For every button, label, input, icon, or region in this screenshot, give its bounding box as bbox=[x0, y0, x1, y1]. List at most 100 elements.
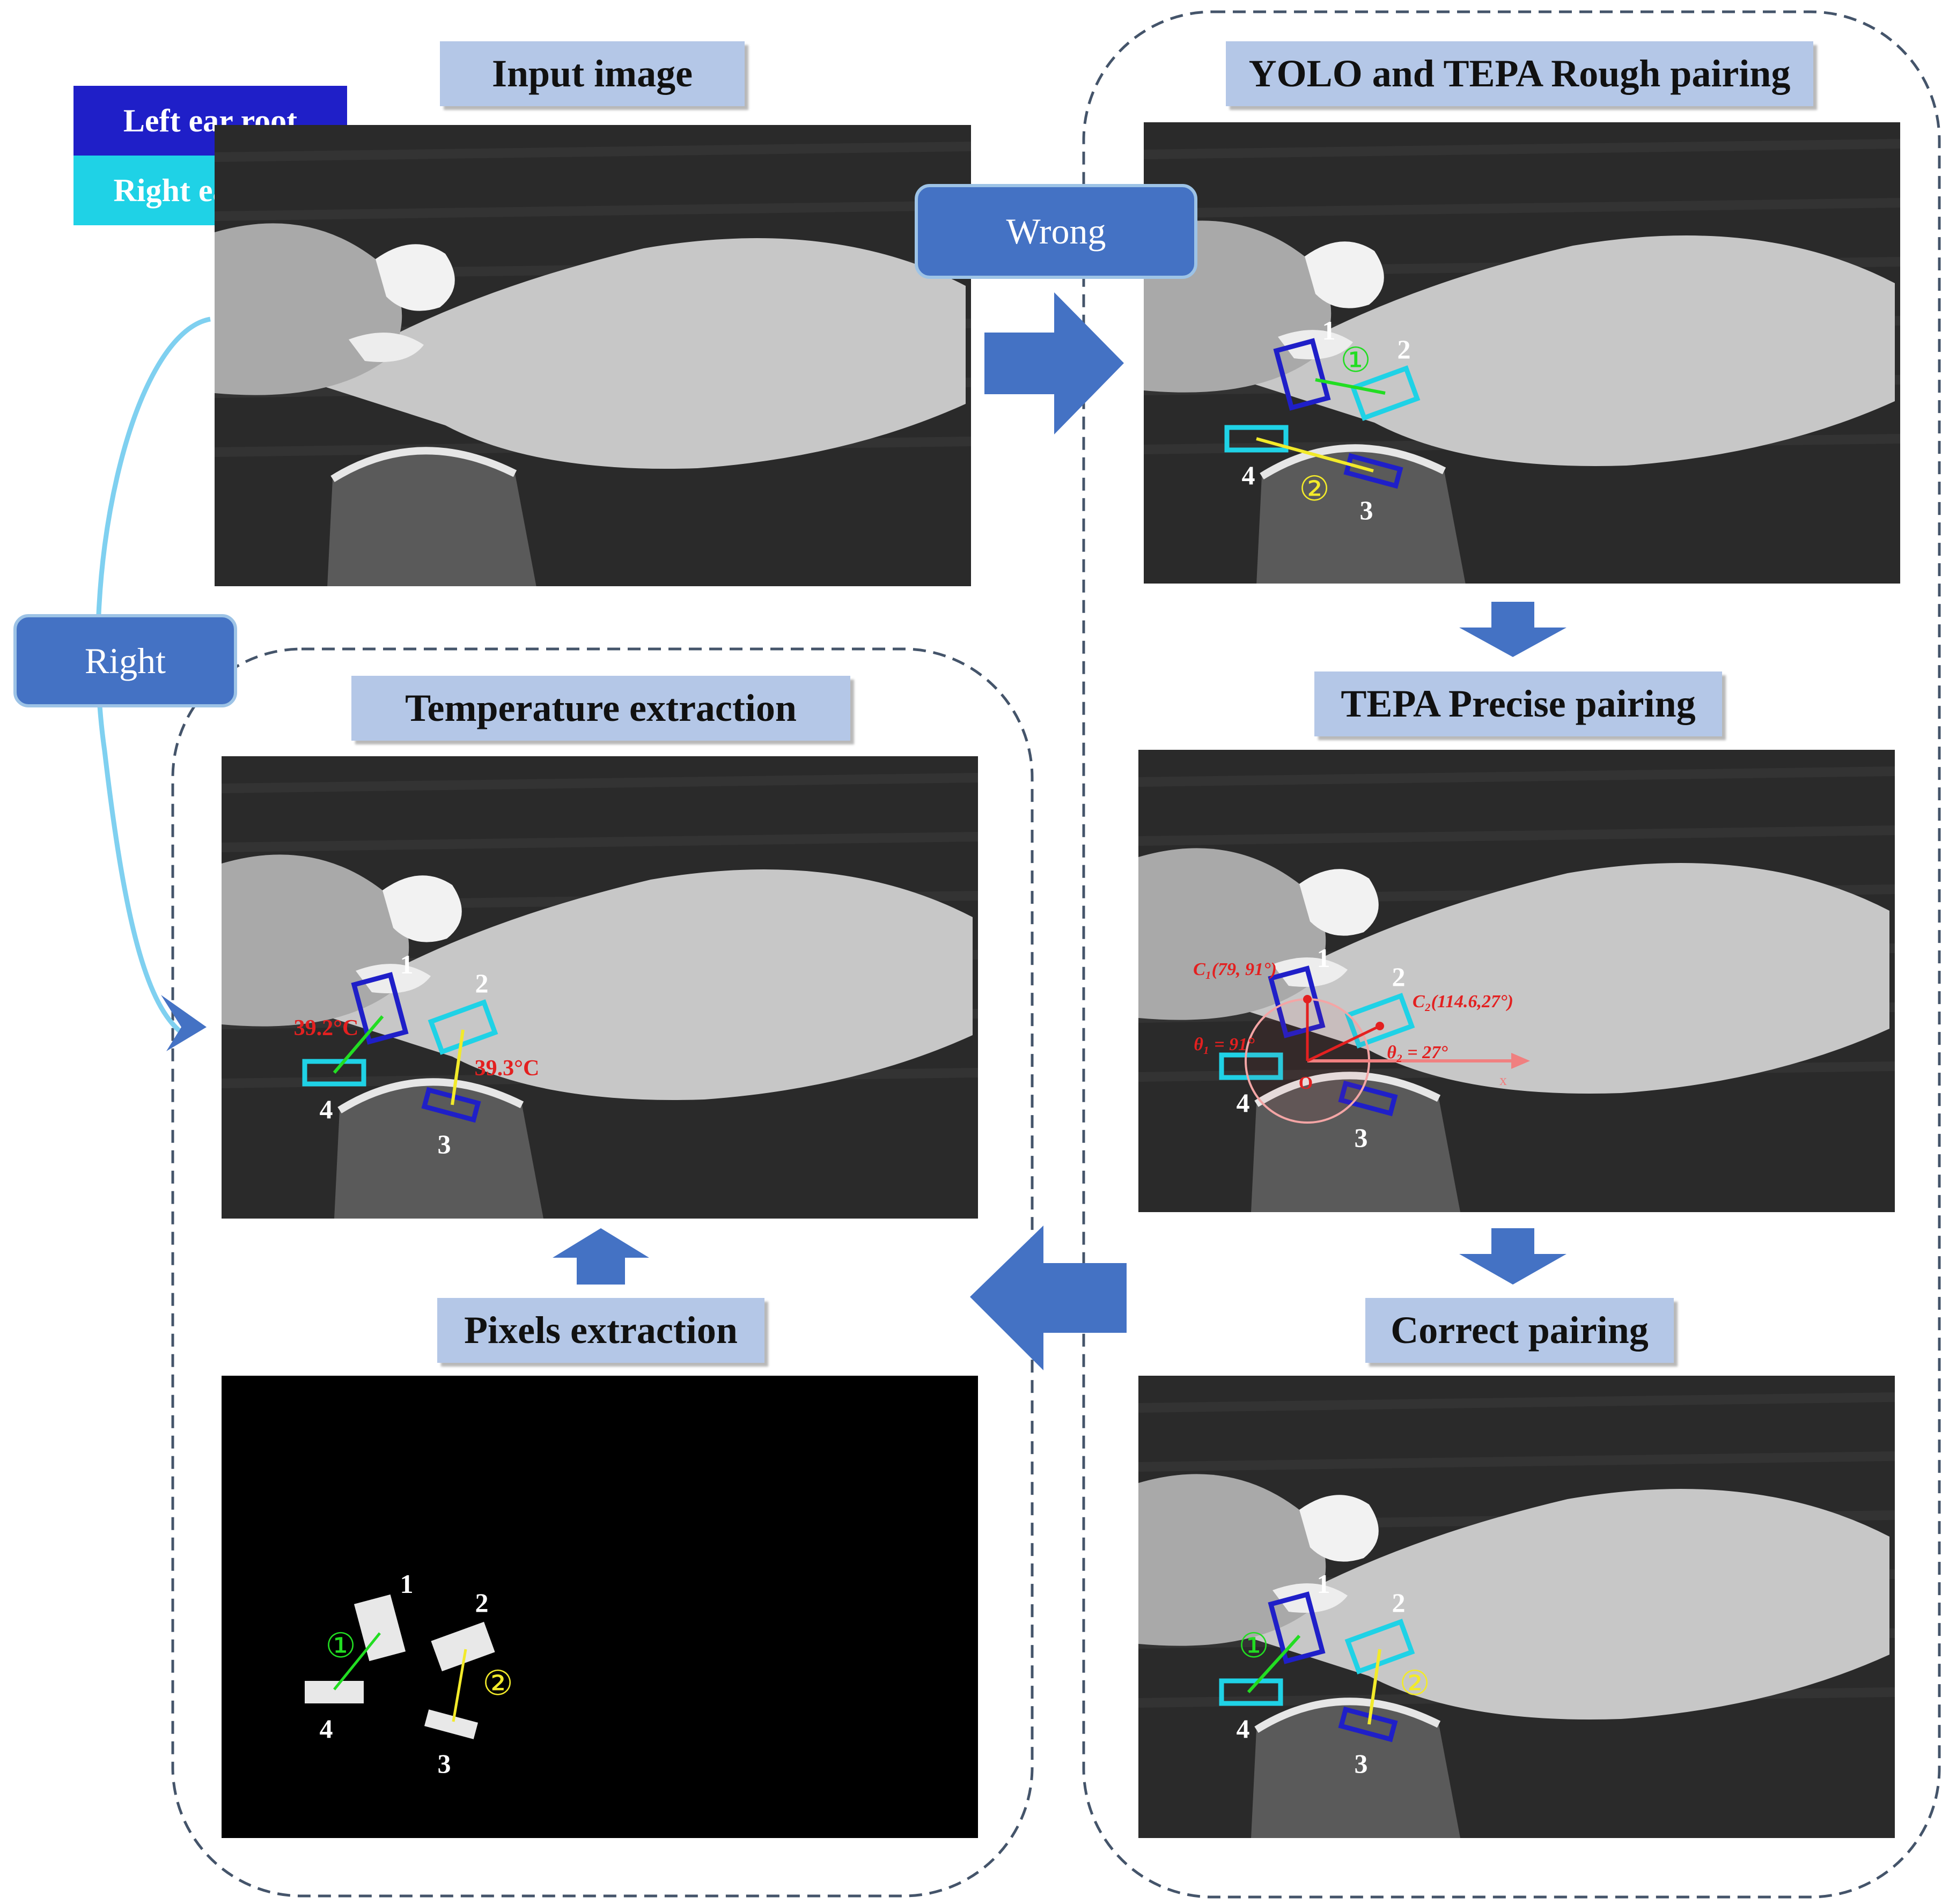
wrong-flow-arrow bbox=[984, 292, 1124, 434]
floor-slat bbox=[215, 142, 971, 162]
pixels-extraction-title: Pixels extraction bbox=[437, 1298, 764, 1363]
box-label-3: 3 bbox=[1355, 1748, 1368, 1778]
theta1-annotation: θ₁ = 91° bbox=[1194, 1035, 1255, 1054]
rough-pairing-title: YOLO and TEPA Rough pairing bbox=[1226, 41, 1813, 106]
box-label-1: 1 bbox=[400, 949, 414, 979]
pair-marker-2: ② bbox=[1299, 469, 1329, 509]
x-axis-arrowhead bbox=[1511, 1053, 1530, 1069]
input-image-title: Input image bbox=[440, 41, 745, 106]
feeder-bowl-rim bbox=[1260, 444, 1446, 479]
box-label-2: 2 bbox=[475, 968, 489, 998]
box-label-1: 1 bbox=[1322, 315, 1336, 345]
precise-pairing-title: TEPA Precise pairing bbox=[1314, 671, 1722, 736]
right-ear-root-box-4 bbox=[302, 1059, 366, 1087]
vector-c2 bbox=[1306, 1024, 1381, 1062]
box-label-4: 4 bbox=[320, 1094, 333, 1124]
right-flow-arrowhead bbox=[161, 995, 207, 1051]
feeder-bowl bbox=[1251, 1075, 1460, 1212]
box-label-2: 2 bbox=[1392, 1588, 1406, 1618]
ear-root-hotspot bbox=[376, 244, 455, 311]
pair-line-1 bbox=[333, 1015, 384, 1074]
box-label-1: 1 bbox=[400, 1569, 414, 1599]
pair-line-2 bbox=[452, 1649, 467, 1722]
left-ear-root-box-3 bbox=[1338, 1080, 1398, 1117]
ear-root-hotspot bbox=[349, 333, 424, 362]
box-label-1: 1 bbox=[1317, 1569, 1330, 1599]
floor-slat bbox=[215, 201, 971, 221]
origin-label: O bbox=[1299, 1073, 1313, 1093]
left-arrow-correct-to-pixels bbox=[970, 1226, 1127, 1370]
pig-body bbox=[1235, 863, 1889, 1094]
c2-annotation: C₂(114.6,27°) bbox=[1413, 992, 1513, 1012]
pair-marker-2: ② bbox=[1399, 1664, 1430, 1703]
input-image-panel bbox=[215, 125, 971, 586]
up-arrow-pixels-to-temperature bbox=[553, 1228, 649, 1285]
pig-body bbox=[311, 238, 966, 469]
feeder-bowl-rim bbox=[1254, 1072, 1441, 1107]
left-ear-root-box-1 bbox=[1268, 1591, 1326, 1664]
floor-slat bbox=[1144, 198, 1900, 218]
feeder-bowl-rim bbox=[337, 1078, 524, 1113]
box-label-2: 2 bbox=[1398, 334, 1411, 364]
input-image-panel-graphic bbox=[215, 125, 971, 586]
ear-root-hotspot bbox=[1299, 869, 1379, 936]
pair-marker-1: ① bbox=[1238, 1626, 1269, 1666]
temperature-extraction-title: Temperature extraction bbox=[351, 676, 850, 741]
pig-body bbox=[318, 869, 973, 1100]
ear-root-pixels-b3 bbox=[424, 1709, 479, 1739]
rough-pairing-panel: 1 2 3 4 ① ② bbox=[1144, 122, 1901, 584]
box-label-4: 4 bbox=[320, 1714, 333, 1744]
right-group-outline bbox=[1082, 10, 1941, 1899]
right-ear-root-box-2 bbox=[1344, 993, 1415, 1049]
pair-line-1 bbox=[1315, 378, 1386, 395]
right-ear-root-box-2 bbox=[428, 999, 498, 1055]
box-label-3: 3 bbox=[438, 1748, 451, 1778]
right-ear-root-box-4 bbox=[1219, 1678, 1283, 1706]
floor-slat bbox=[1138, 1451, 1895, 1472]
left-ear-root-box-1 bbox=[351, 972, 409, 1045]
box-label-3: 3 bbox=[1360, 495, 1373, 525]
right-ear-root-box-2 bbox=[1344, 1619, 1415, 1674]
x-axis-label: x bbox=[1499, 1072, 1507, 1089]
floor-slat bbox=[1144, 139, 1900, 159]
ear-root-pixels-b4 bbox=[305, 1681, 364, 1703]
feeder-bowl bbox=[1256, 448, 1466, 584]
temperature-pair-2: 39.3°C bbox=[475, 1056, 540, 1081]
mask-background bbox=[222, 1376, 978, 1838]
down-arrow-rough-to-precise bbox=[1459, 602, 1566, 657]
box-label-4: 4 bbox=[1242, 460, 1255, 490]
right-ear-root-box-4 bbox=[1224, 425, 1289, 453]
ear-root-pixels-b1 bbox=[354, 1594, 406, 1662]
pig-body bbox=[1240, 235, 1895, 466]
box-label-4: 4 bbox=[1237, 1714, 1250, 1744]
pair-marker-1: ① bbox=[1340, 341, 1371, 380]
floor-slat bbox=[222, 832, 978, 852]
feeder-bowl bbox=[1251, 1701, 1460, 1838]
pair-marker-1: ① bbox=[325, 1626, 356, 1666]
pair-line-2 bbox=[1367, 1649, 1381, 1725]
correct-pairing-panel: 1 2 3 4 ① ② bbox=[1138, 1376, 1895, 1838]
box-label-3: 3 bbox=[1355, 1123, 1368, 1153]
ear-root-hotspot bbox=[1305, 241, 1384, 308]
left-ear-root-box-1 bbox=[1273, 338, 1331, 411]
feeder-bowl-rim bbox=[330, 447, 517, 482]
pair-line-2 bbox=[451, 1029, 465, 1105]
box-label-2: 2 bbox=[475, 1588, 489, 1618]
floor-slat bbox=[1138, 1392, 1895, 1413]
center-point-c1 bbox=[1303, 995, 1312, 1003]
right-ear-root-box-2 bbox=[1350, 365, 1421, 421]
pair-line-2 bbox=[1256, 437, 1374, 473]
pair-line-1 bbox=[333, 1632, 381, 1691]
correct-pairing-title: Correct pairing bbox=[1365, 1298, 1674, 1363]
box-label-1: 1 bbox=[1317, 943, 1330, 973]
pair-line-1 bbox=[1247, 1634, 1301, 1694]
ear-root-hotspot bbox=[383, 875, 462, 942]
ear-root-hotspot bbox=[1299, 1495, 1379, 1562]
feeder-bowl bbox=[327, 451, 536, 586]
